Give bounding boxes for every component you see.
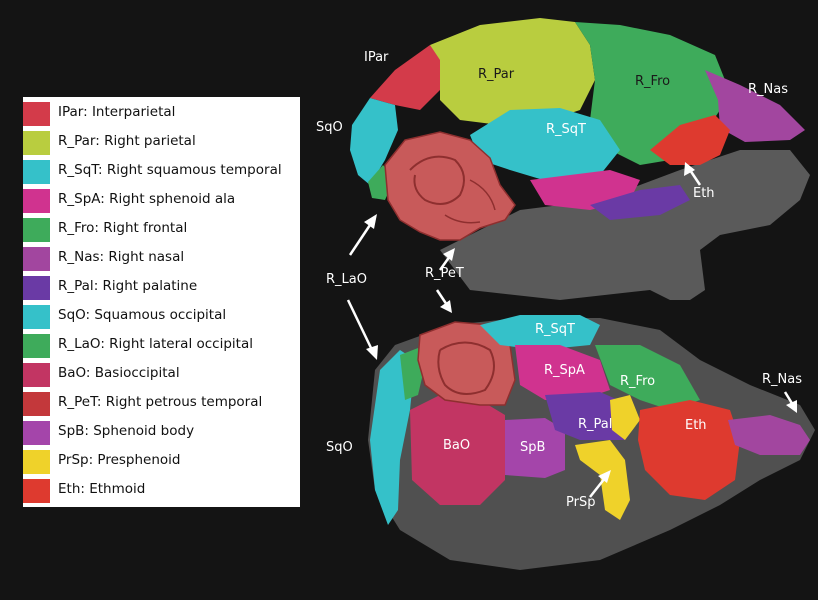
label-r-nas-bottom: R_Nas (762, 372, 802, 387)
label-r-pal: R_Pal (578, 417, 612, 432)
legend-row: R_Pal: Right palatine (23, 274, 300, 302)
legend-label: Eth: Ethmoid (58, 481, 145, 497)
legend-row: R_Nas: Right nasal (23, 245, 300, 273)
legend-row: SpB: Sphenoid body (23, 419, 300, 447)
legend-swatch (23, 450, 50, 474)
label-spb: SpB (520, 440, 545, 455)
legend-label: PrSp: Presphenoid (58, 452, 181, 468)
label-r-lao: R_LaO (326, 272, 367, 287)
arrow-lao-up-head (364, 214, 377, 229)
legend-swatch (23, 421, 50, 445)
legend-row: R_SpA: Right sphenoid ala (23, 187, 300, 215)
arrow-pet-down (437, 290, 447, 305)
label-r-par: R_Par (478, 67, 514, 82)
arrow-lao-up (350, 222, 372, 255)
ventral-skull-view (368, 315, 815, 570)
label-r-fro-bottom: R_Fro (620, 374, 655, 389)
label-eth-bottom: Eth (685, 418, 707, 433)
legend-swatch (23, 305, 50, 329)
legend-row: IPar: Interparietal (23, 100, 300, 128)
legend-swatch (23, 363, 50, 387)
legend-swatch (23, 160, 50, 184)
legend-swatch (23, 247, 50, 271)
legend-label: R_LaO: Right lateral occipital (58, 336, 253, 352)
label-r-sqt-bottom: R_SqT (535, 322, 575, 337)
label-sqo-top: SqO (316, 120, 343, 135)
legend-row: R_SqT: Right squamous temporal (23, 158, 300, 186)
label-ipar: IPar (364, 50, 388, 65)
legend-row: R_PeT: Right petrous temporal (23, 390, 300, 418)
legend-swatch (23, 102, 50, 126)
legend-swatch (23, 131, 50, 155)
legend-swatch (23, 218, 50, 242)
legend-row: BaO: Basioccipital (23, 361, 300, 389)
legend-swatch (23, 479, 50, 503)
legend-label: BaO: Basioccipital (58, 365, 180, 381)
label-r-nas-top: R_Nas (748, 82, 788, 97)
legend-label: R_SpA: Right sphenoid ala (58, 191, 235, 207)
legend-row: PrSp: Presphenoid (23, 448, 300, 476)
label-sqo-bottom: SqO (326, 440, 353, 455)
label-eth-top: Eth (693, 186, 715, 201)
legend-label: R_PeT: Right petrous temporal (58, 394, 262, 410)
arrow-lao-down (348, 300, 372, 350)
legend-row: Eth: Ethmoid (23, 477, 300, 505)
legend-label: R_Pal: Right palatine (58, 278, 197, 294)
legend-label: R_Fro: Right frontal (58, 220, 187, 236)
label-bao: BaO (443, 438, 470, 453)
label-r-sqt-top: R_SqT (546, 122, 586, 137)
legend-label: R_Par: Right parietal (58, 133, 196, 149)
legend-label: IPar: Interparietal (58, 104, 175, 120)
lateral-skull-view (350, 18, 810, 300)
legend-swatch (23, 189, 50, 213)
legend-label: SpB: Sphenoid body (58, 423, 194, 439)
legend-swatch (23, 392, 50, 416)
legend-label: R_SqT: Right squamous temporal (58, 162, 282, 178)
legend-swatch (23, 276, 50, 300)
label-r-fro-top: R_Fro (635, 74, 670, 89)
legend-row: R_Fro: Right frontal (23, 216, 300, 244)
arrow-lao-down-head (366, 345, 378, 360)
legend-panel: IPar: Interparietal R_Par: Right parieta… (23, 97, 300, 507)
label-prsp: PrSp (566, 495, 595, 510)
label-r-spa: R_SpA (544, 363, 585, 378)
legend-swatch (23, 334, 50, 358)
legend-row: R_LaO: Right lateral occipital (23, 332, 300, 360)
label-r-pet: R_PeT (425, 266, 464, 281)
legend-label: R_Nas: Right nasal (58, 249, 184, 265)
legend-row: R_Par: Right parietal (23, 129, 300, 157)
legend-row: SqO: Squamous occipital (23, 303, 300, 331)
legend-label: SqO: Squamous occipital (58, 307, 226, 323)
